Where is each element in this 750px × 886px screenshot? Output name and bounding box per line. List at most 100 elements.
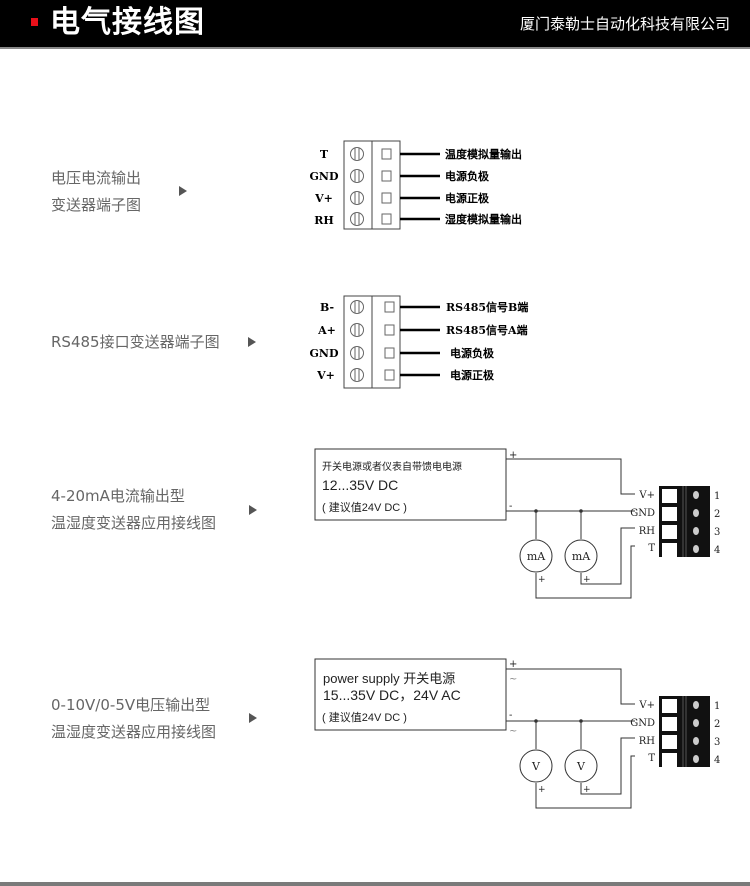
wiring-diagram-0-10v: power supply 开关电源 15...35V DC，24V AC ( 建… [314,658,720,809]
arrow-right-icon [249,505,257,515]
wire-v-plus [506,458,635,495]
supply-voltage: 15...35V DC，24V AC [323,687,461,703]
meter-label: mA [572,550,591,563]
wiring-diagram-4-20ma: 开关电源或者仪表自带馈电电源 12...35V DC ( 建议值24V DC )… [314,448,720,599]
voltmeter-1 [519,749,553,783]
terminal-label: 电源负极 [445,169,490,183]
terminal-label: RS485信号A端 [446,323,528,337]
pin-number: 1 [714,491,720,502]
pin-label: B- [320,301,334,314]
screw-icon [350,346,364,360]
pin-t: T [648,753,655,764]
socket-icon [384,324,395,336]
socket-icon [381,192,392,204]
caption-4-20ma: 4-20mA电流输出型 温湿度变送器应用接线图 [51,483,216,537]
terminal-label: RS485信号B端 [446,300,528,314]
socket-icon [384,347,395,359]
terminal-row: V+ 电源正极 [314,191,490,205]
pin-label: V+ [316,369,335,382]
terminal-label: 电源正极 [445,191,490,205]
terminal-label: 电源正极 [450,368,495,382]
supply-recommended: ( 建议值24V DC ) [322,710,407,724]
pin-label: GND [310,347,339,360]
ammeter-1 [519,539,553,573]
meter-plus: + [538,785,546,795]
screw-icon [350,147,364,161]
pin-rh: RH [639,526,656,537]
pin-label: V+ [314,192,333,205]
caption-line: 变送器端子图 [51,196,142,214]
minus-sign: - [509,710,512,721]
header-divider [0,47,750,49]
caption-line: 4-20mA电流输出型 [51,487,185,505]
supply-desc: 开关电源或者仪表自带馈电电源 [322,460,462,473]
pin-number: 4 [714,755,720,766]
terminal-diagram-2: B- RS485信号B端 A+ RS485信号A端 GND 电源负极 V+ 电源… [310,295,528,389]
terminal-connector [659,486,710,557]
terminal-label: 电源负极 [450,346,495,360]
caption-line: 电压电流输出 [51,169,142,187]
terminal-row: T 温度模拟量输出 [320,147,522,161]
ac-sign: ~ [509,674,517,685]
arrow-right-icon [179,186,187,196]
pin-number: 2 [714,719,720,730]
pin-gnd: GND [630,508,655,519]
pin-number: 3 [714,527,720,538]
wire-v-plus [506,668,635,705]
screw-icon [350,368,364,382]
caption-rs485: RS485接口变送器端子图 [51,329,220,356]
pin-number: 3 [714,737,720,748]
footer-divider [0,882,750,886]
company-name: 厦门泰勒士自动化科技有限公司 [519,15,730,33]
wire-t [535,755,635,809]
socket-icon [381,213,392,225]
socket-icon [384,369,395,381]
supply-desc: power supply 开关电源 [323,671,455,686]
supply-recommended: ( 建议值24V DC ) [322,500,407,514]
screw-icon [350,323,364,337]
pin-vplus: V+ [638,490,655,501]
screw-icon [350,212,364,226]
pin-rh: RH [639,736,656,747]
meter-label: V [531,760,541,773]
pin-number: 2 [714,509,720,520]
terminal-diagram-1: T 温度模拟量输出 GND 电源负极 V+ 电源正极 RH 湿度模拟量输出 [310,140,522,230]
pin-label: GND [310,170,339,183]
caption-0-10v: 0-10V/0-5V电压输出型 温湿度变送器应用接线图 [51,692,216,746]
terminal-row: A+ RS485信号A端 [317,323,528,337]
power-supply-box [314,448,507,521]
caption-line: 温湿度变送器应用接线图 [51,723,217,741]
terminal-row: RH 湿度模拟量输出 [314,212,522,227]
screw-icon [350,300,364,314]
pin-label: RH [314,214,334,227]
ammeter-2 [564,539,598,573]
header-marker [31,18,38,26]
wire-rh [580,527,635,585]
socket-icon [381,170,392,182]
pin-label: A+ [317,324,336,337]
meter-plus: + [583,785,591,795]
terminal-connector [659,696,710,767]
terminal-row: GND 电源负极 [310,346,495,360]
arrow-right-icon [249,713,257,723]
socket-icon [381,148,392,160]
wire-t [535,545,635,599]
pin-vplus: V+ [638,700,655,711]
minus-sign: - [509,501,512,512]
voltmeter-2 [564,749,598,783]
screw-icon [350,169,364,183]
terminal-label: 温度模拟量输出 [445,147,522,161]
pin-number: 1 [714,701,720,712]
caption-voltage-current: 电压电流输出 变送器端子图 [51,165,141,219]
arrow-right-icon [248,337,256,347]
page-header: 电气接线图 厦门泰勒士自动化科技有限公司 [0,0,750,47]
meter-label: V [576,760,586,773]
pin-t: T [648,543,655,554]
plus-sign: + [509,450,517,461]
plus-sign: + [509,659,517,670]
terminal-row: V+ 电源正极 [316,368,495,382]
terminal-label: 湿度模拟量输出 [445,212,522,226]
supply-voltage: 12...35V DC [322,477,398,493]
pin-number: 4 [714,545,720,556]
meter-plus: + [538,575,546,585]
